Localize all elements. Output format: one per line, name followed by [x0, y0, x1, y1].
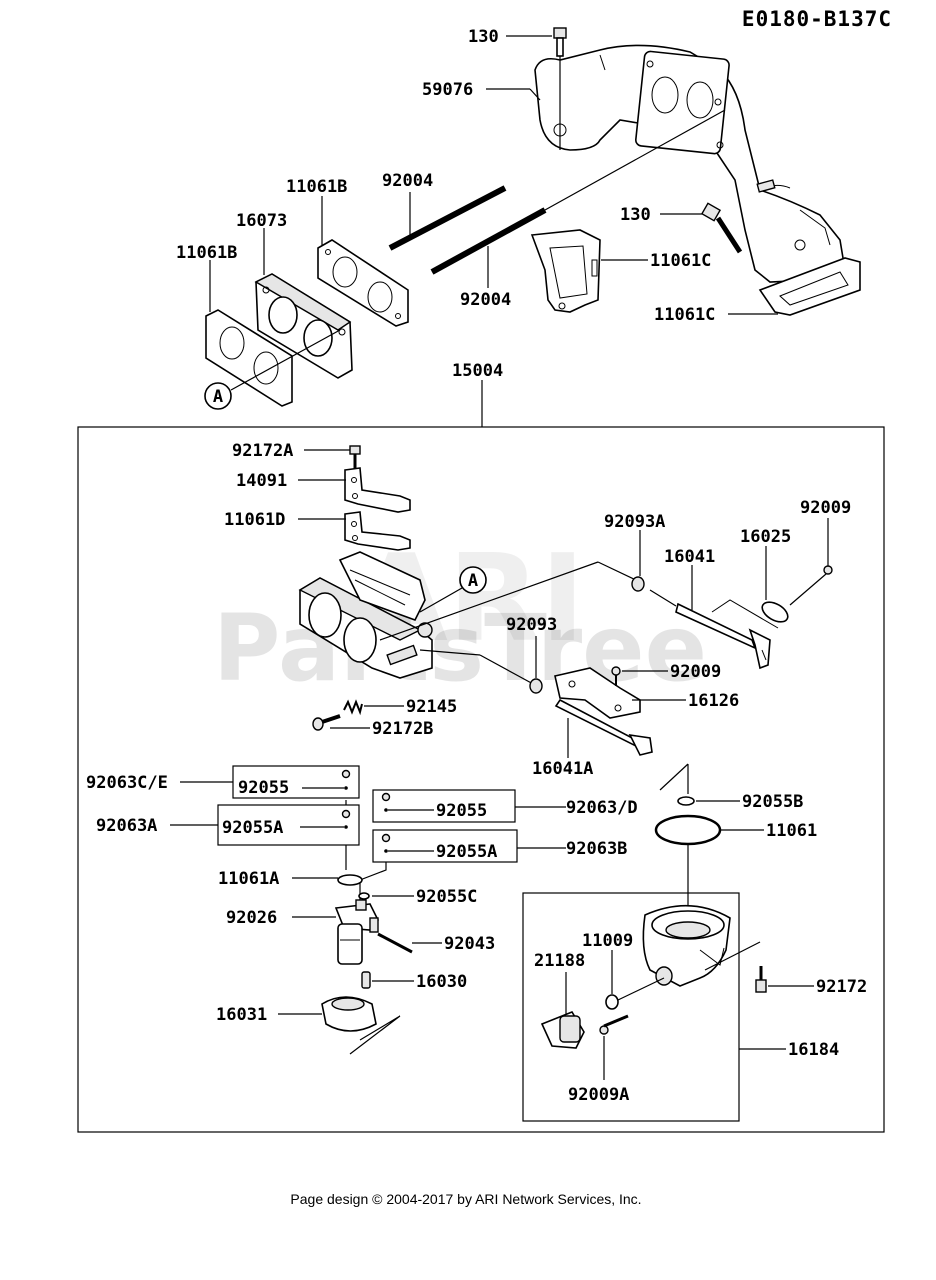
- gasket-11061b-upper: [317, 239, 409, 327]
- label-11061d: 11061D: [224, 510, 285, 530]
- label-11061: 11061: [766, 821, 817, 841]
- label-92172: 92172: [816, 977, 867, 997]
- label-92026: 92026: [226, 908, 277, 928]
- label-130-top: 130: [468, 27, 499, 47]
- jet-16030: [361, 971, 371, 989]
- box-92063b: [372, 829, 518, 863]
- shaft-16041: [675, 602, 771, 670]
- screw-92009a: [599, 1014, 629, 1035]
- label-11061a: 11061A: [218, 869, 279, 889]
- screw-92009-mid: [611, 666, 621, 686]
- bolt-130-top: [553, 27, 567, 150]
- watermark: PartsTree: [213, 595, 707, 702]
- box-92063d: [372, 789, 516, 823]
- callout-a-carb: A: [419, 566, 487, 613]
- label-92063ce: 92063C/E: [86, 773, 168, 793]
- label-92093: 92093: [506, 615, 557, 635]
- label-11061b-top: 11061B: [286, 177, 347, 197]
- label-16041: 16041: [664, 547, 715, 567]
- label-14091: 14091: [236, 471, 287, 491]
- solenoid-21188: [540, 1011, 585, 1049]
- oring-92055b: [659, 763, 695, 806]
- oring-92055c: [358, 892, 370, 900]
- float-chamber: [642, 904, 761, 987]
- label-92145: 92145: [406, 697, 457, 717]
- callout-a-top-label: A: [213, 387, 223, 407]
- label-21188: 21188: [534, 951, 585, 971]
- carburetor-assembly-box: [77, 426, 885, 1133]
- float-16031: [321, 996, 401, 1055]
- label-92093a: 92093A: [604, 512, 665, 532]
- label-92043: 92043: [444, 934, 495, 954]
- label-92004-bottom: 92004: [460, 290, 511, 310]
- label-92009-mid: 92009: [670, 662, 721, 682]
- diagram-code: E0180-B137C: [742, 7, 892, 31]
- gasket-11061c-mid: [530, 229, 601, 313]
- spring-92145: [343, 699, 363, 716]
- stud-92004-lower: [430, 207, 547, 275]
- label-11009: 11009: [582, 931, 633, 951]
- label-92172b: 92172B: [372, 719, 433, 739]
- label-11061c-mid: 11061C: [650, 251, 711, 271]
- label-92055a-box: 92055A: [222, 818, 283, 838]
- label-92009a: 92009A: [568, 1085, 629, 1105]
- label-92004-top: 92004: [382, 171, 433, 191]
- gasket-11061d: [344, 511, 411, 551]
- label-11061b-left: 11061B: [176, 243, 237, 263]
- label-16126: 16126: [688, 691, 739, 711]
- footer-copyright: Page design © 2004-2017 by ARI Network S…: [290, 1191, 641, 1207]
- label-92172a: 92172A: [232, 441, 293, 461]
- label-16031: 16031: [216, 1005, 267, 1025]
- plate-16126: [554, 667, 641, 719]
- label-92055a-box2: 92055A: [436, 842, 497, 862]
- stud-92004-upper: [388, 185, 507, 251]
- label-92055c: 92055C: [416, 887, 477, 907]
- plate-16025: [711, 599, 789, 629]
- screw-92172a: [349, 445, 361, 470]
- intake-manifold: [534, 44, 846, 283]
- label-16025: 16025: [740, 527, 791, 547]
- gasket-11061a: [337, 874, 363, 886]
- bracket-14091: [344, 467, 411, 513]
- gasket-11061b-lower: [205, 309, 293, 407]
- callout-a-carb-label: A: [468, 571, 478, 591]
- label-16073: 16073: [236, 211, 287, 231]
- screw-92172b: [312, 714, 341, 731]
- spacer-16073: [254, 273, 353, 379]
- bolt-130-right: [700, 202, 743, 254]
- label-92063b: 92063B: [566, 839, 627, 859]
- label-92063a: 92063A: [96, 816, 157, 836]
- shaft-16041a: [554, 698, 653, 756]
- label-130-right: 130: [620, 205, 651, 225]
- solenoid-92026: [334, 899, 379, 965]
- label-15004: 15004: [452, 361, 503, 381]
- label-92055b: 92055B: [742, 792, 803, 812]
- washer-92093: [529, 678, 543, 694]
- label-11061c-bottom: 11061C: [654, 305, 715, 325]
- label-59076: 59076: [422, 80, 473, 100]
- washer-11009: [605, 977, 665, 1010]
- bolt-92172: [755, 966, 767, 993]
- box-16184: [522, 892, 740, 1122]
- washer-92093a: [631, 576, 645, 592]
- label-92055-box2: 92055: [436, 801, 487, 821]
- label-16184: 16184: [788, 1040, 839, 1060]
- carburetor-body: [298, 551, 433, 679]
- gasket-11061c-bottom: [758, 257, 861, 316]
- label-92009-top: 92009: [800, 498, 851, 518]
- label-16030: 16030: [416, 972, 467, 992]
- label-16041a: 16041A: [532, 759, 593, 779]
- pin-92043: [377, 932, 413, 954]
- label-92063d: 92063/D: [566, 798, 638, 818]
- label-92055-box1: 92055: [238, 778, 289, 798]
- gasket-11061: [654, 814, 722, 846]
- callout-a-top: A: [204, 329, 341, 410]
- screw-92009-top: [789, 565, 833, 606]
